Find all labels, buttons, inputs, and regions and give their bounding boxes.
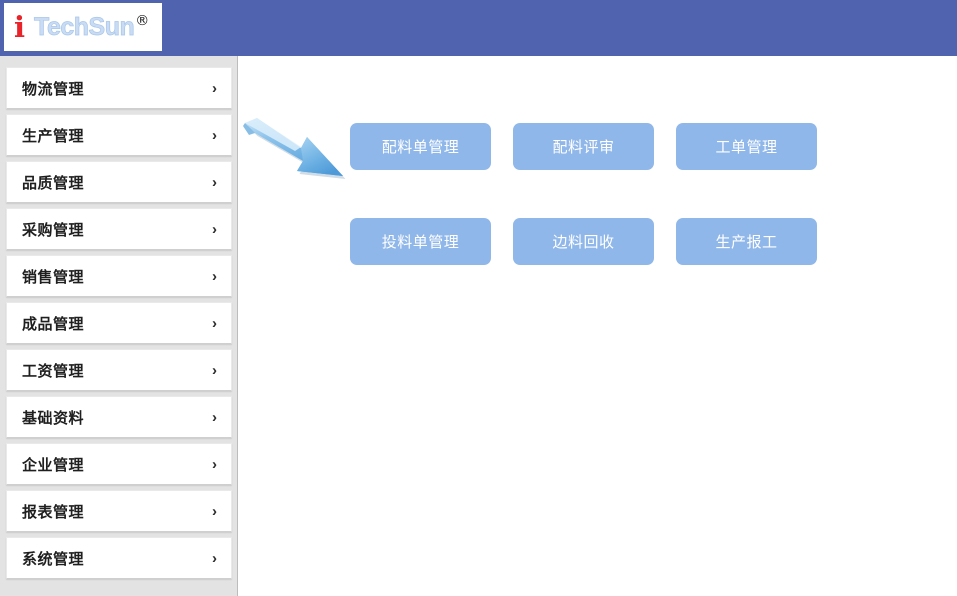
- chevron-right-icon: ›: [212, 173, 217, 191]
- sidebar-item-label: 报表管理: [22, 502, 85, 521]
- sidebar-item-master-data[interactable]: 基础资料 ›: [6, 396, 232, 438]
- chevron-right-icon: ›: [212, 126, 217, 144]
- tile-label: 生产报工: [715, 233, 778, 251]
- tile-row: 配料单管理 配料评审 工单管理: [350, 123, 830, 170]
- sidebar-item-purchasing[interactable]: 采购管理 ›: [6, 208, 232, 250]
- sidebar-nav: 物流管理 › 生产管理 › 品质管理 › 采购管理 › 销售管理 › 成品管理 …: [0, 56, 238, 596]
- module-tile-grid: 配料单管理 配料评审 工单管理 投料单管理 边料回收 生产报工: [350, 123, 830, 313]
- sidebar-item-sales[interactable]: 销售管理 ›: [6, 255, 232, 297]
- tile-material-issue-management[interactable]: 投料单管理: [350, 218, 491, 265]
- registered-trademark-icon: ®: [135, 13, 150, 29]
- sidebar-item-label: 成品管理: [22, 314, 85, 333]
- chevron-right-icon: ›: [212, 455, 217, 473]
- sidebar-item-system[interactable]: 系统管理 ›: [6, 537, 232, 579]
- sidebar-item-logistics[interactable]: 物流管理 ›: [6, 67, 232, 109]
- logo-i-mark: i: [14, 9, 26, 44]
- chevron-right-icon: ›: [212, 79, 217, 97]
- sidebar-item-label: 系统管理: [22, 549, 85, 568]
- chevron-right-icon: ›: [212, 267, 217, 285]
- chevron-right-icon: ›: [212, 220, 217, 238]
- tile-label: 配料评审: [552, 138, 615, 156]
- sidebar-item-label: 基础资料: [22, 408, 85, 427]
- sidebar-item-finished-goods[interactable]: 成品管理 ›: [6, 302, 232, 344]
- sidebar-item-payroll[interactable]: 工资管理 ›: [6, 349, 232, 391]
- sidebar-item-quality[interactable]: 品质管理 ›: [6, 161, 232, 203]
- chevron-right-icon: ›: [212, 502, 217, 520]
- logo-wordmark: TechSun: [34, 12, 135, 41]
- sidebar-item-label: 物流管理: [22, 79, 85, 98]
- app-header: i TechSun ®: [0, 0, 957, 56]
- chevron-right-icon: ›: [212, 361, 217, 379]
- tile-label: 投料单管理: [381, 233, 460, 251]
- tile-production-reporting[interactable]: 生产报工: [676, 218, 817, 265]
- app-logo[interactable]: i TechSun ®: [4, 3, 162, 51]
- tile-work-order-management[interactable]: 工单管理: [676, 123, 817, 170]
- tile-label: 边料回收: [552, 233, 615, 251]
- sidebar-item-label: 企业管理: [22, 455, 85, 474]
- sidebar-item-label: 生产管理: [22, 126, 85, 145]
- main-content: 配料单管理 配料评审 工单管理 投料单管理 边料回收 生产报工: [239, 56, 957, 596]
- chevron-right-icon: ›: [212, 408, 217, 426]
- tile-scrap-recycling[interactable]: 边料回收: [513, 218, 654, 265]
- chevron-right-icon: ›: [212, 314, 217, 332]
- chevron-right-icon: ›: [212, 549, 217, 567]
- sidebar-item-reports[interactable]: 报表管理 ›: [6, 490, 232, 532]
- sidebar-item-label: 工资管理: [22, 361, 85, 380]
- sidebar-item-production[interactable]: 生产管理 ›: [6, 114, 232, 156]
- tile-bom-review[interactable]: 配料评审: [513, 123, 654, 170]
- tile-label: 配料单管理: [381, 138, 460, 156]
- tile-row: 投料单管理 边料回收 生产报工: [350, 218, 830, 265]
- sidebar-item-label: 销售管理: [22, 267, 85, 286]
- tile-label: 工单管理: [715, 138, 778, 156]
- tile-bom-management[interactable]: 配料单管理: [350, 123, 491, 170]
- sidebar-item-label: 采购管理: [22, 220, 85, 239]
- sidebar-item-enterprise[interactable]: 企业管理 ›: [6, 443, 232, 485]
- sidebar-item-label: 品质管理: [22, 173, 85, 192]
